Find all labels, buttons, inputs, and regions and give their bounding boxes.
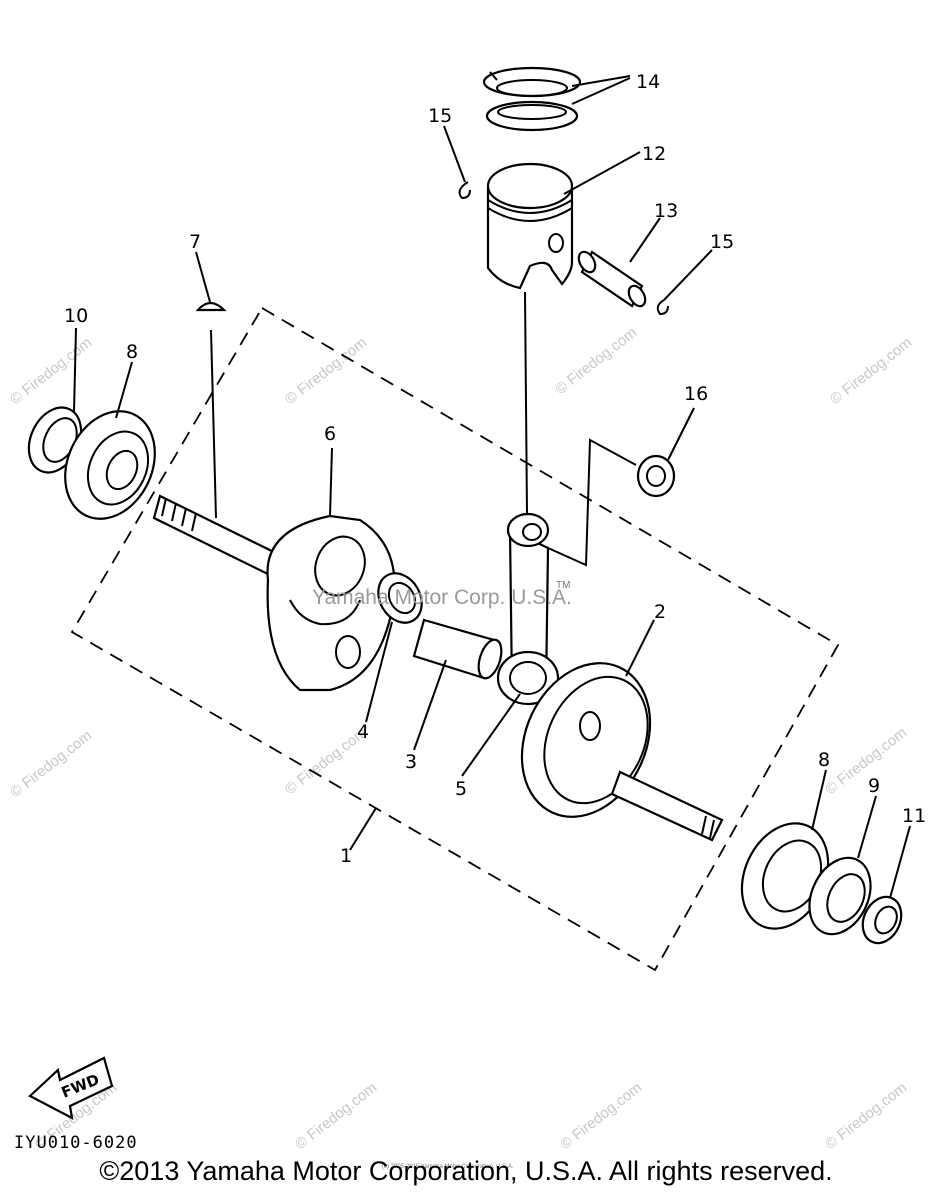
- watermark: © Firedog.com: [557, 1079, 645, 1153]
- watermark: © Firedog.com: [822, 1079, 910, 1153]
- reference-lines: [210, 291, 637, 567]
- watermark: © Firedog.com: [7, 334, 95, 408]
- callout-1: 1: [340, 845, 352, 867]
- callout-10: 10: [64, 305, 88, 327]
- connecting-rod: [496, 512, 560, 706]
- callout-16: 16: [684, 383, 708, 405]
- piston: [486, 162, 574, 290]
- bearing-left: [64, 410, 156, 520]
- needle-bearing-big-end: [377, 572, 423, 624]
- piston-pin-clip-left: [458, 181, 471, 200]
- callout-15-right: 15: [710, 231, 734, 253]
- watermark: © Firedog.com: [552, 324, 640, 398]
- callout-6: 6: [324, 423, 336, 445]
- crank-pin: [412, 618, 503, 680]
- collar: [861, 895, 903, 945]
- callout-15-left: 15: [428, 105, 452, 127]
- crankshaft-assembly-outline: [70, 306, 840, 972]
- piston-rings: [482, 66, 582, 132]
- callout-12: 12: [642, 143, 666, 165]
- callout-14: 14: [636, 71, 660, 93]
- callout-4: 4: [357, 721, 369, 743]
- callout-5: 5: [455, 778, 467, 800]
- callout-11: 11: [902, 805, 926, 827]
- callout-8-left: 8: [126, 341, 138, 363]
- watermark: © Firedog.com: [827, 334, 915, 408]
- callout-8-right: 8: [818, 749, 830, 771]
- callout-13: 13: [654, 200, 678, 222]
- callout-3: 3: [405, 751, 417, 773]
- watermark: © Firedog.com: [7, 727, 95, 801]
- callouts: 1 2 3 4 5 6 7 8 8 9 10 11 12 13 14 15 15…: [64, 71, 926, 867]
- woodruff-key: [195, 301, 227, 312]
- fwd-arrow: FWD: [28, 1056, 114, 1121]
- piston-pin: [577, 250, 647, 308]
- copyright-footer: ©2013 Yamaha Motor Corporation, U.S.A. A…: [99, 1156, 833, 1186]
- piston-pin-clip-right: [656, 299, 669, 316]
- oil-seal-right: [808, 856, 872, 936]
- diagram-part-number: IYU010-6020: [14, 1133, 138, 1153]
- callout-7: 7: [189, 231, 201, 253]
- crankshaft-right-shaft: [610, 770, 724, 842]
- needle-bearing-small-end: [636, 454, 676, 498]
- tiny-copyright-notice: (c) 2005-2015 Yamaha Motor Corporation, …: [382, 1164, 514, 1170]
- leader-lines: [73, 75, 911, 899]
- center-watermark-tm: TM: [556, 580, 570, 591]
- callout-2: 2: [654, 601, 666, 623]
- watermark: © Firedog.com: [822, 724, 910, 798]
- callout-9: 9: [868, 775, 880, 797]
- watermark: © Firedog.com: [292, 1079, 380, 1153]
- center-watermark: Yamaha Motor Corp. U.S.A.: [312, 586, 572, 609]
